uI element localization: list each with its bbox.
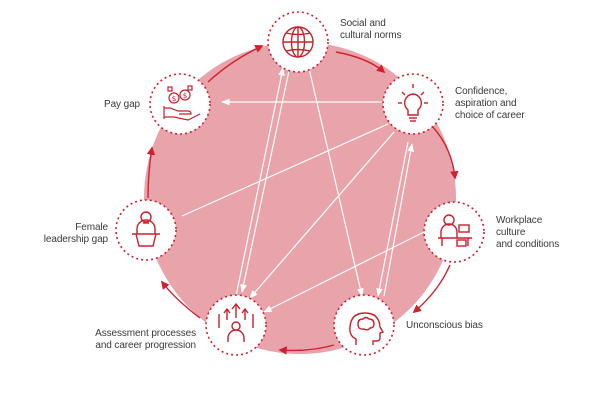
label-social-norms: Social and cultural norms <box>340 18 402 41</box>
label-unconscious-bias: Unconscious bias <box>406 320 483 331</box>
arrow-unconscious-to-confidence <box>383 143 414 297</box>
label-leadership-gap: Female leadership gap <box>43 222 108 245</box>
label-assessment: Assessment processes and career progress… <box>95 328 196 351</box>
node-unconscious-bias <box>333 294 395 356</box>
arrow-workplace-to-assessment <box>263 231 425 313</box>
money-hand-icon: $ $ <box>163 85 201 121</box>
cycle-arrow-workplace-to-unconscious <box>412 264 451 314</box>
head-brain-icon <box>349 312 385 345</box>
cycle-arrow-confidence-to-workplace <box>431 125 459 180</box>
cycle-arrows <box>146 45 459 355</box>
arrow-confidence-to-assessment <box>249 131 395 299</box>
arrow-confidence-to-unconscious <box>376 141 409 297</box>
cycle-arrow-paygap-to-social <box>207 45 264 83</box>
career-progression-icon <box>218 302 254 342</box>
lightbulb-icon <box>398 84 428 122</box>
globe-icon <box>282 26 314 58</box>
cycle-background-circle <box>144 42 456 354</box>
label-workplace: Workplace culture and conditions <box>496 215 560 250</box>
cycle-arrow-unconscious-to-assessment <box>278 344 335 355</box>
arrow-social-to-unconscious <box>307 63 364 297</box>
desk-worker-icon <box>438 214 472 247</box>
node-workplace <box>423 201 485 263</box>
label-pay-gap: Pay gap <box>104 99 140 110</box>
node-assessment <box>205 294 267 356</box>
influence-arrows <box>181 63 425 313</box>
svg-text:$: $ <box>183 92 187 100</box>
node-pay-gap: $ $ <box>149 73 211 135</box>
node-leadership-gap <box>115 199 177 261</box>
node-social-norms <box>267 11 329 73</box>
arrow-confidence-to-leadership-line <box>181 123 389 217</box>
cycle-arrow-assessment-to-leadership <box>160 280 201 319</box>
node-confidence <box>382 73 444 135</box>
speaker-podium-icon <box>132 211 160 247</box>
cycle-arrow-leadership-to-paygap <box>146 146 156 199</box>
cycle-arrow-social-to-confidence <box>335 51 386 74</box>
label-confidence: Confidence, aspiration and choice of car… <box>455 86 525 121</box>
svg-text:$: $ <box>172 95 176 103</box>
